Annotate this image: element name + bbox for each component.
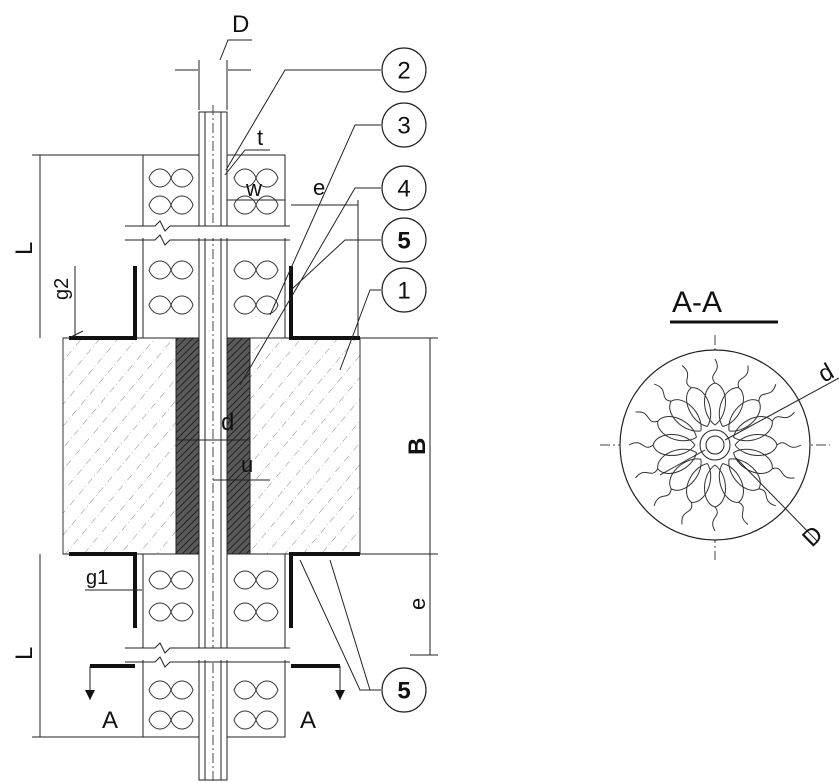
dimension-lines [32,39,438,738]
insulation-loop [718,462,749,525]
label-w: w [245,176,262,201]
label-g1: g1 [86,567,108,589]
label-A-left: A [102,707,118,734]
pipe [198,105,228,783]
insulation-loop [728,384,777,432]
callout-5-bottom: 5 [381,667,427,713]
section-title: A-A [672,286,722,319]
insulation-loop [681,462,712,525]
label-e-bottom: e [405,598,430,610]
insulation-loop [732,448,795,479]
label-d-center: d [221,409,234,436]
section-label-d: d [814,358,839,388]
insulation-loop [628,434,696,456]
insulation-loop [681,365,712,428]
callout-2: 2 [381,47,427,93]
section-A-A: A-A d D [600,286,839,560]
insulation-rosette [628,358,802,532]
label-L-bottom: L [11,647,38,660]
label-L-top: L [11,242,38,255]
callout-5-top-number: 5 [397,228,410,255]
insulation-top [125,154,290,339]
insulation-loop [635,411,698,442]
callout-4-number: 4 [397,176,410,203]
callout-1-number: 1 [397,278,410,305]
insulation-loop [718,365,749,428]
insulation-loop [704,464,726,532]
label-B: B [404,438,431,455]
insulation-loop [635,448,698,479]
label-D-top: D [232,11,249,38]
label-e-top: e [313,175,325,200]
label-u: u [241,452,253,477]
label-A-right: A [300,707,316,734]
label-t: t [257,125,263,150]
label-g2: g2 [51,278,73,300]
insulation-loop [654,383,702,432]
callout-3: 3 [381,102,427,148]
insulation-loop [704,358,726,426]
callout-1: 1 [381,267,427,313]
insulation-loop [728,458,776,507]
insulation-loop [653,458,702,506]
callout-4: 4 [381,165,427,211]
wall-section [62,337,361,555]
callout-2-number: 2 [397,58,410,85]
leader-lines [225,69,381,691]
insulation-bottom [125,553,290,738]
insulation-loop [732,411,795,442]
callout-3-number: 3 [397,113,410,140]
callout-5-top: 5 [381,217,427,263]
insulation-loop [734,434,802,456]
callout-5-bottom-number: 5 [397,678,410,705]
